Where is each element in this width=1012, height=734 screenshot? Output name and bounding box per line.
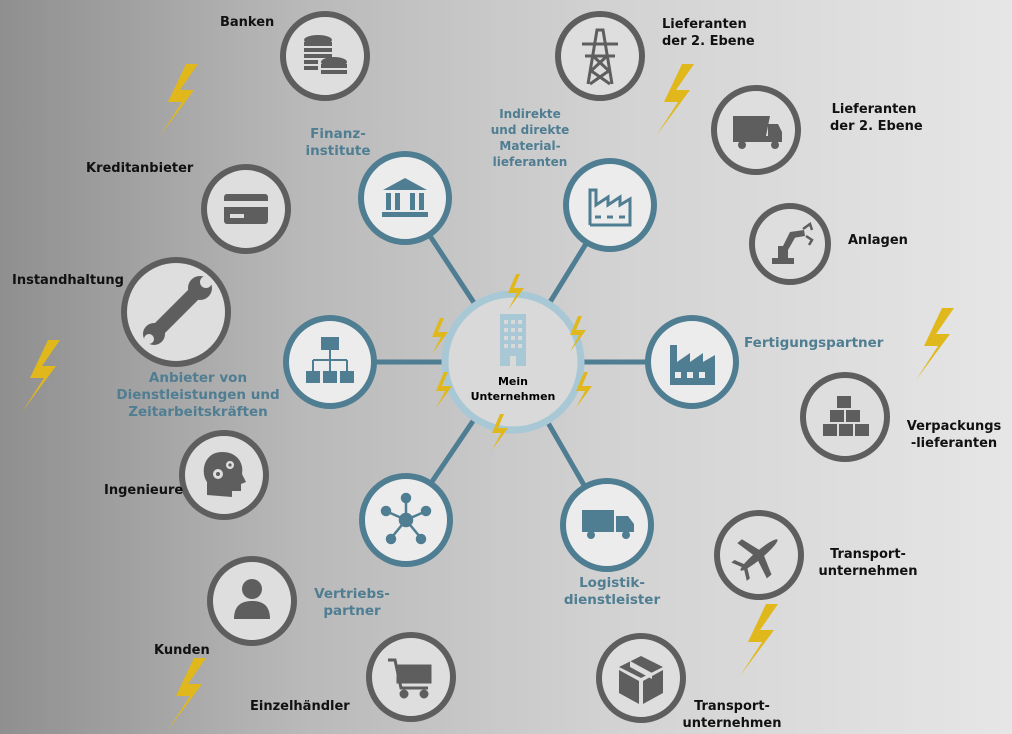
label-transport2: Transport- unternehmen bbox=[682, 698, 782, 732]
node-banken bbox=[280, 11, 370, 101]
node-verpackung bbox=[800, 372, 890, 462]
label-lieferanten1: Lieferanten der 2. Ebene bbox=[662, 16, 755, 50]
label-line: Material- bbox=[499, 139, 561, 153]
label-line: -lieferanten bbox=[910, 436, 998, 451]
label-vertrieb: Vertriebs- partner bbox=[310, 586, 394, 620]
label-transport1: Transport- unternehmen bbox=[818, 546, 918, 580]
node-einzelhaendler bbox=[366, 632, 456, 722]
org-chart-icon bbox=[306, 337, 354, 383]
label-einzelhaendler: Einzelhändler bbox=[250, 699, 350, 714]
hub-dienstleistungen bbox=[283, 315, 377, 409]
node-lieferanten2 bbox=[711, 85, 801, 175]
package-icon bbox=[619, 656, 663, 704]
lightning-bolt-icon bbox=[656, 64, 694, 136]
label-banken: Banken bbox=[220, 15, 275, 30]
label-ingenieure: Ingenieure bbox=[104, 483, 184, 498]
dump-truck-icon bbox=[733, 116, 782, 149]
label-materiallieferanten: Indirekte und direkte Material- lieferan… bbox=[480, 106, 580, 170]
node-kreditanbieter bbox=[201, 164, 291, 254]
hub-vertrieb bbox=[359, 473, 453, 567]
label-line: lieferanten bbox=[492, 155, 568, 169]
label-finanzinstitute: Finanz- institute bbox=[302, 126, 374, 160]
node-kunden bbox=[207, 556, 297, 646]
label-line: Zeitarbeitskräften bbox=[128, 404, 268, 420]
person-icon bbox=[234, 579, 270, 619]
airplane-icon bbox=[731, 539, 778, 581]
factory-icon bbox=[588, 188, 632, 227]
credit-card-icon bbox=[224, 194, 268, 224]
label-line: institute bbox=[305, 143, 371, 159]
node-instandhaltung bbox=[121, 257, 231, 367]
label-line: partner bbox=[323, 603, 381, 619]
bank-icon bbox=[382, 178, 428, 217]
label-verpackung: Verpackungs -lieferanten bbox=[904, 418, 1004, 452]
factory-icon bbox=[670, 345, 715, 385]
lightning-bolt-icon bbox=[740, 604, 778, 676]
label-line: der 2. Ebene bbox=[662, 34, 755, 49]
node-lieferanten1 bbox=[555, 11, 645, 101]
hub-materiallieferanten bbox=[563, 158, 657, 252]
node-ingenieure bbox=[179, 430, 269, 520]
hub-finanzinstitute bbox=[358, 151, 452, 245]
label-line: der 2. Ebene bbox=[830, 119, 923, 134]
label-dienstleistungen: Anbieter von Dienstleistungen und Zeitar… bbox=[110, 370, 286, 421]
coins-icon bbox=[304, 35, 347, 74]
label-kreditanbieter: Kreditanbieter bbox=[86, 161, 194, 176]
lightning-bolt-icon bbox=[160, 64, 198, 136]
center-node bbox=[441, 290, 585, 434]
label-line: Dienstleistungen und bbox=[116, 387, 280, 403]
power-tower-icon bbox=[582, 28, 618, 86]
label-line: Logistik- bbox=[579, 575, 645, 591]
node-transport2 bbox=[596, 633, 686, 723]
hub-fertigungspartner bbox=[645, 315, 739, 409]
center-label-line1: Mein bbox=[497, 375, 528, 388]
label-kunden: Kunden bbox=[154, 643, 210, 658]
label-line: Verpackungs bbox=[906, 419, 1002, 434]
office-building-icon bbox=[500, 314, 526, 366]
label-line: Finanz- bbox=[310, 126, 366, 142]
label-line: Transport- bbox=[830, 547, 906, 562]
label-line: Vertriebs- bbox=[314, 586, 390, 602]
head-gears-icon bbox=[203, 452, 246, 497]
label-line: und direkte bbox=[490, 123, 570, 137]
lightning-bolt-icon bbox=[22, 340, 60, 412]
lightning-bolt-icon bbox=[916, 308, 954, 380]
truck-icon bbox=[582, 510, 634, 539]
network-hub-icon bbox=[380, 492, 432, 545]
boxes-icon bbox=[823, 396, 869, 436]
robot-arm-icon bbox=[772, 221, 814, 264]
label-line: dienstleister bbox=[563, 592, 661, 608]
label-line: Lieferanten bbox=[662, 17, 747, 32]
lightning-bolt-icon bbox=[168, 658, 206, 730]
label-anlagen: Anlagen bbox=[848, 233, 908, 248]
label-line: Lieferanten bbox=[831, 102, 917, 117]
label-line: unternehmen bbox=[818, 564, 918, 579]
label-lieferanten2: Lieferanten der 2. Ebene bbox=[830, 101, 923, 135]
label-fertigungspartner: Fertigungspartner bbox=[744, 335, 884, 351]
hub-logistik bbox=[560, 478, 654, 572]
label-line: Anbieter von bbox=[148, 370, 248, 386]
wrench-icon bbox=[143, 276, 212, 345]
shopping-cart-icon bbox=[388, 658, 432, 699]
label-instandhaltung: Instandhaltung bbox=[12, 273, 124, 288]
label-logistik: Logistik- dienstleister bbox=[562, 575, 662, 609]
label-line: Transport- bbox=[694, 699, 770, 714]
center-label: Mein Unternehmen bbox=[463, 374, 563, 404]
center-label-line2: Unternehmen bbox=[470, 390, 556, 403]
label-line: unternehmen bbox=[682, 716, 782, 731]
node-anlagen bbox=[749, 203, 831, 285]
node-transport1 bbox=[714, 510, 804, 600]
label-line: Indirekte bbox=[499, 107, 561, 121]
